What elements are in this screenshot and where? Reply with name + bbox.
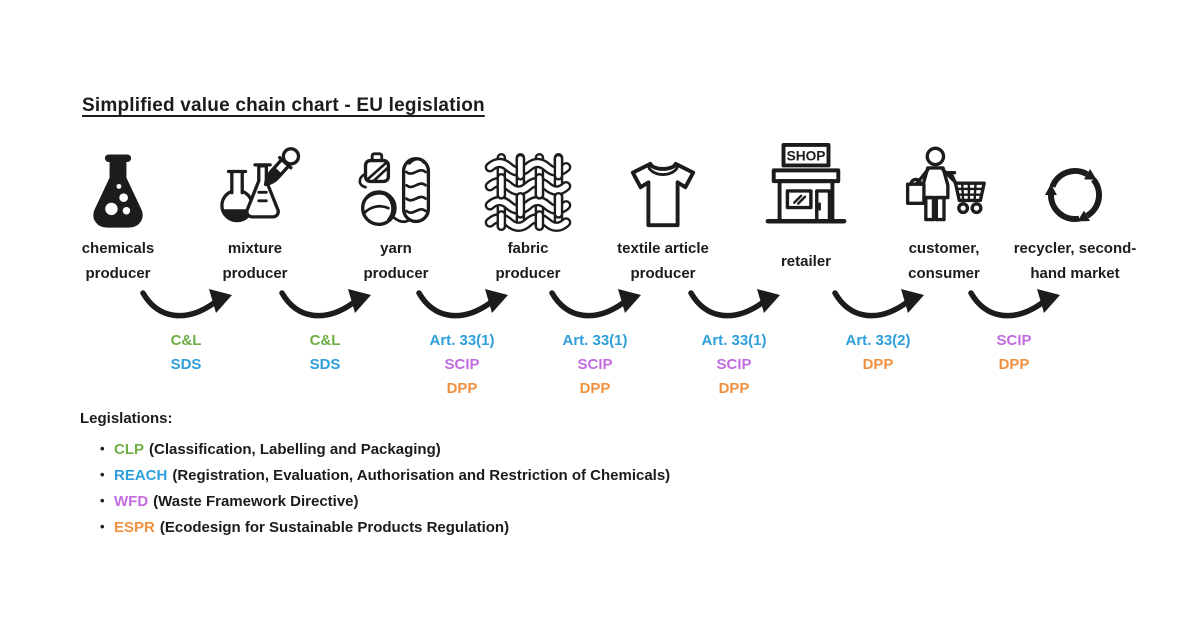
tshirt-icon (588, 140, 738, 232)
flow-arrow-icon (416, 289, 508, 319)
legislation-label: SCIP (996, 332, 1032, 349)
legislation-label: C&L (309, 332, 341, 349)
legend-item-clp: • CLP (Classification, Labelling and Packa… (100, 436, 670, 462)
transition-chemicals-to-mixture: C&L SDS (121, 286, 251, 377)
legislation-label: Art. 33(2) (845, 332, 911, 349)
flow-arrow-icon (549, 289, 641, 319)
legislation-label: SCIP (577, 356, 613, 373)
legend-acronym: WFD (114, 493, 149, 510)
bullet-icon: • (100, 493, 105, 508)
legislation-label: DPP (998, 356, 1030, 373)
stage-textile-article-producer: textile article producer (588, 140, 738, 286)
transition-mixture-to-yarn: C&L SDS (260, 286, 390, 377)
flow-arrow-icon (968, 289, 1060, 319)
stage-customer-consumer: customer, consumer (869, 140, 1019, 286)
legislation-label: SDS (309, 356, 341, 373)
legend-acronym: CLP (114, 441, 144, 458)
legislation-label: SDS (170, 356, 202, 373)
flow-arrow-icon (279, 289, 371, 319)
legislation-label: DPP (718, 380, 750, 397)
shopper-with-cart-icon (869, 140, 1019, 232)
page-title: Simplified value chain chart - EU legisl… (82, 95, 485, 116)
woven-fabric-icon (453, 140, 603, 232)
flow-arrow-icon (140, 289, 232, 319)
legend-item-espr: • ESPR(Ecodesign for Sustainable Products… (100, 514, 670, 540)
flow-arrow-icon (688, 289, 780, 319)
transition-yarn-to-fabric: Art. 33(1) SCIP DPP (397, 286, 527, 401)
bullet-icon: • (100, 441, 105, 456)
legislation-label: Art. 33(1) (562, 332, 628, 349)
legislation-label: C&L (170, 332, 202, 349)
stage-label: yarn producer (363, 240, 429, 282)
transition-textile-article-to-retailer: Art. 33(1) SCIP DPP (669, 286, 799, 401)
legend-item-reach: • REACH(Registration, Evaluation, Authori… (100, 462, 670, 488)
stage-yarn-producer: yarn producer (321, 140, 471, 286)
stage-fabric-producer: fabric producer (453, 140, 603, 286)
transition-fabric-to-textile-article: Art. 33(1) SCIP DPP (530, 286, 660, 401)
stage-label: chemicals producer (81, 240, 155, 282)
stage-recycler-second-hand-market: recycler, second- hand market (1000, 140, 1150, 286)
recycle-icon (1000, 140, 1150, 232)
stage-label: recycler, second- hand market (1013, 240, 1137, 282)
shop-sign-text: SHOP (787, 149, 826, 164)
legislation-label: SCIP (716, 356, 752, 373)
stage-label: mixture producer (222, 240, 288, 282)
legend-item-wfd: • WFD(Waste Framework Directive) (100, 488, 670, 514)
stage-label: customer, consumer (908, 240, 980, 282)
chemical-flask-icon (43, 140, 193, 232)
legend-list: • CLP (Classification, Labelling and Packa… (80, 436, 670, 540)
legislation-label: SCIP (444, 356, 480, 373)
transition-customer-to-recycler: SCIP DPP (949, 286, 1079, 377)
shop-icon: SHOP (731, 140, 881, 232)
legend: Legislations: • CLP (Classification, Label… (80, 408, 670, 540)
legend-heading: Legislations: (80, 410, 173, 427)
legend-description: (Registration, Evaluation, Authorisation… (172, 467, 671, 484)
legislation-label: DPP (446, 380, 478, 397)
yarn-icon (321, 140, 471, 232)
legend-description: (Classification, Labelling and Packaging… (149, 441, 441, 458)
bullet-icon: • (100, 519, 105, 534)
legend-description: (Waste Framework Directive) (153, 493, 359, 510)
legislation-label: DPP (862, 356, 894, 373)
legislation-label: Art. 33(1) (429, 332, 495, 349)
legend-acronym: ESPR (114, 519, 155, 536)
legislation-label: DPP (579, 380, 611, 397)
stage-label: retailer (780, 252, 832, 270)
stage-label: textile article producer (617, 240, 709, 282)
flow-arrow-icon (832, 289, 924, 319)
legislation-label: Art. 33(1) (701, 332, 767, 349)
mixture-flasks-icon (180, 140, 330, 232)
stage-label: fabric producer (495, 240, 561, 282)
stage-chemicals-producer: chemicals producer (43, 140, 193, 286)
bullet-icon: • (100, 467, 105, 482)
legend-description: (Ecodesign for Sustainable Products Regu… (159, 519, 510, 536)
stage-mixture-producer: mixture producer (180, 140, 330, 286)
legend-acronym: REACH (114, 467, 168, 484)
stage-retailer: SHOP retailer (731, 140, 881, 286)
transition-retailer-to-customer: Art. 33(2) DPP (813, 286, 943, 377)
